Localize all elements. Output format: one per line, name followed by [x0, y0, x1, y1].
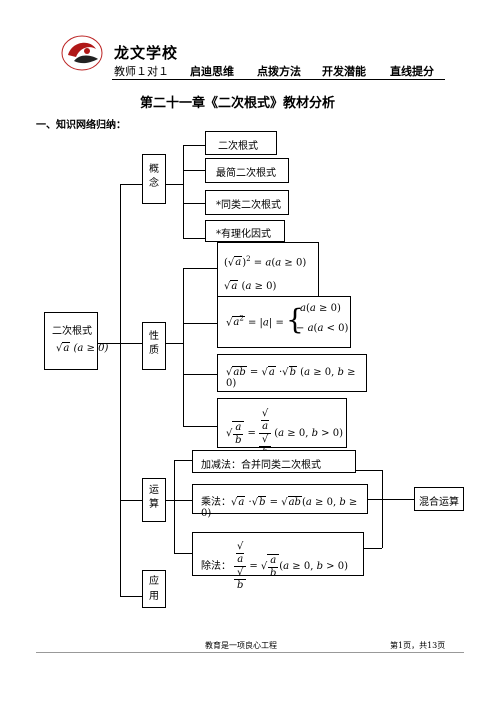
footer-center: 教育是一项良心工程	[205, 641, 277, 650]
mixed-operation-label: 混合运算	[419, 497, 459, 508]
footer-rule	[36, 652, 464, 653]
concept-item-1-label: 二次根式	[218, 141, 258, 152]
mixed-bottom	[364, 548, 382, 549]
section-heading: 一、知识网络归纳：	[36, 120, 126, 131]
footer-page-number: 第1页，共13页	[390, 641, 446, 650]
operation-node-label: 运算	[149, 485, 159, 510]
property-tick-1	[183, 268, 217, 269]
formula-abs: √a2 = |a| =	[226, 315, 284, 329]
property-node-label: 性质	[149, 331, 159, 356]
concept-tick-2	[183, 170, 205, 171]
abs-brace: {	[286, 303, 304, 336]
page-title: 第二十一章《二次根式》教材分析	[140, 96, 336, 111]
concept-item-3-label: *同类二次根式	[216, 200, 281, 211]
concept-tick-1	[183, 145, 205, 146]
header-sub-left: 教师１对１	[114, 65, 169, 78]
application-node-label: 应用	[149, 576, 159, 602]
formula-square-of-root: (√a)2 = a(a ≥ 0)	[224, 255, 307, 269]
concept-item-2-label: 最简二次根式	[216, 168, 276, 179]
concept-item-4-label: *有理化因式	[216, 229, 271, 240]
operation-node: 运算	[142, 478, 166, 522]
school-logo	[60, 33, 104, 73]
abs-case-1: a(a ≥ 0)	[300, 303, 341, 314]
abs-case-2: − a(a < 0)	[296, 323, 349, 334]
mixed-mid	[368, 499, 414, 500]
property-tick-4	[183, 426, 217, 427]
application-node: 应用	[142, 570, 166, 608]
concept-tick-3	[183, 203, 205, 204]
concept-item-4: *有理化因式	[205, 220, 285, 242]
div-label: 除法：	[201, 561, 231, 572]
operation-tick-1	[174, 460, 192, 461]
root-node-cond: (a ≥ 0)	[73, 343, 109, 354]
mixed-right	[382, 470, 383, 548]
concept-connector	[120, 184, 142, 185]
mult-label: 乘法：	[201, 497, 231, 508]
concept-node: 概念	[142, 154, 166, 204]
operation-branch-line	[174, 460, 175, 553]
concept-item-1: 二次根式	[205, 131, 277, 155]
concept-branch-line	[183, 145, 184, 238]
property-box-2: √a2 = |a| = { a(a ≥ 0) − a(a < 0)	[217, 296, 351, 348]
operation-out	[166, 500, 174, 501]
operation-connector	[120, 500, 142, 501]
property-out	[166, 343, 183, 344]
concept-item-3: *同类二次根式	[205, 190, 289, 215]
formula-multiplication: 乘法：√a ·√b = √ab(a ≥ 0, b ≥ 0)	[201, 496, 358, 519]
property-box-4: √ab = √a√b (a ≥ 0, b > 0)	[217, 398, 347, 458]
property-box-3: √ab = √a ·√b (a ≥ 0, b ≥ 0)	[217, 354, 367, 392]
header-rule	[112, 79, 445, 80]
concept-tick-4	[183, 238, 205, 239]
property-node: 性质	[142, 322, 166, 370]
concept-item-2: 最简二次根式	[205, 158, 289, 183]
add-sub-box: 加减法：合并同类二次根式	[192, 450, 356, 473]
property-tick-3	[183, 374, 217, 375]
formula-root-nonneg: √a (a ≥ 0)	[224, 280, 277, 292]
root-node-label: 二次根式	[52, 326, 92, 337]
formula-product-rule: √ab = √a ·√b (a ≥ 0, b ≥ 0)	[226, 366, 356, 389]
header-slogan-1: 启迪思维	[190, 65, 234, 78]
concept-node-label: 概念	[149, 164, 159, 189]
school-name: 龙文学校	[114, 44, 179, 62]
root-node-formula: √a (a ≥ 0)	[56, 342, 109, 354]
operation-tick-3	[174, 553, 192, 554]
property-branch-line	[183, 268, 184, 426]
root-connector	[98, 343, 120, 344]
trunk-line	[120, 184, 121, 596]
header-slogan-3: 开发潜能	[322, 65, 366, 78]
property-connector	[120, 343, 142, 344]
concept-out	[166, 184, 183, 185]
header-slogan-2: 点拨方法	[257, 65, 301, 78]
application-connector	[120, 596, 142, 597]
add-sub-label: 加减法：合并同类二次根式	[201, 460, 321, 471]
mixed-operation-box: 混合运算	[414, 487, 464, 511]
mixed-top	[356, 470, 382, 471]
operation-tick-2	[174, 500, 192, 501]
property-tick-2	[183, 323, 217, 324]
root-node	[44, 312, 98, 370]
mult-box: 乘法：√a ·√b = √ab(a ≥ 0, b ≥ 0)	[192, 484, 368, 519]
property-box-1: (√a)2 = a(a ≥ 0) √a (a ≥ 0)	[217, 242, 319, 300]
header-slogan-4: 直线提分	[390, 65, 434, 78]
